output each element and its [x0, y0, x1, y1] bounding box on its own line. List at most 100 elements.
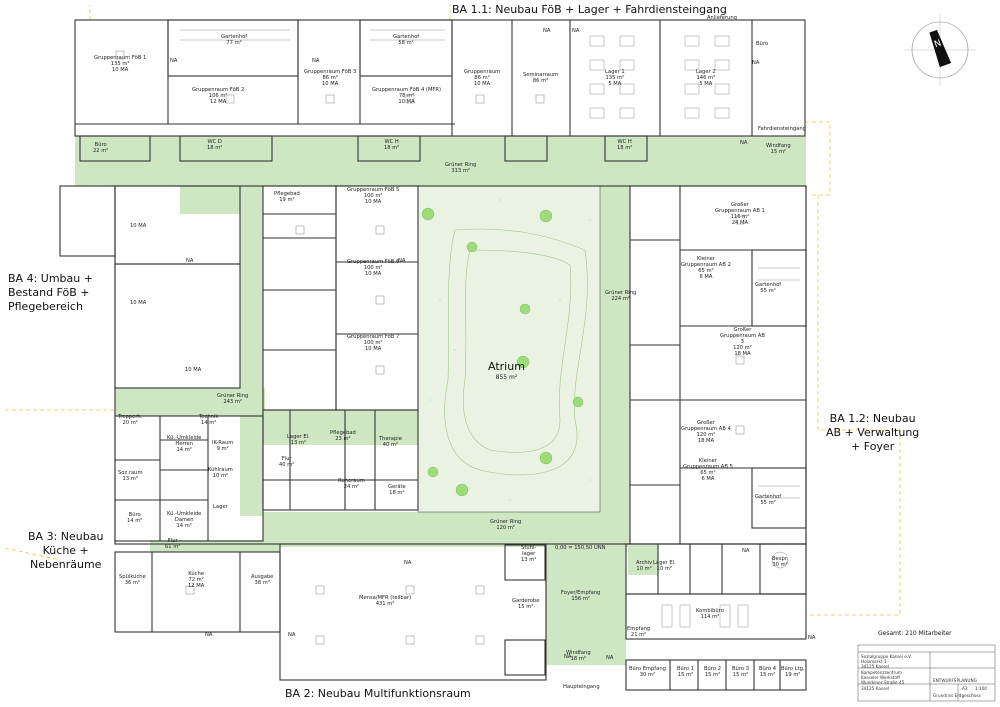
room-label-line: 14 m² — [127, 518, 143, 524]
room-label-line: 20 m² — [122, 420, 138, 426]
room-label-line: 120 m² — [496, 525, 515, 531]
title-block-row: Grundriss Erdgeschoss — [933, 693, 981, 698]
room-label-line: 65 m² — [698, 268, 714, 274]
na-marker: NA — [398, 258, 406, 264]
room-label-line: 10 m² — [636, 566, 652, 572]
room-label-line: 24 m² — [343, 484, 360, 490]
furniture-details — [180, 29, 800, 628]
room-label-line: 10 m² — [212, 473, 229, 479]
section-label-ba12: BA 1.2: Neubau AB + Verwaltung + Foyer — [826, 412, 919, 453]
room-label-line: Gruppenraum FöB 2 — [192, 87, 245, 93]
room-label-line: 55 m² — [760, 500, 776, 506]
room-label-line: Spülküche — [119, 574, 146, 580]
room-label-line: 58 m² — [398, 40, 414, 46]
room-label-line: Gruppenraum FöB 7 — [347, 334, 400, 340]
room-label-line: 10 MA — [473, 81, 491, 87]
room-label-line: 22 m² — [93, 148, 109, 154]
room-label-line: Gruppenraum AB 5 — [683, 464, 733, 470]
room-label-line: Gartenhof — [393, 34, 420, 40]
title-block-row: 34125 Kassel — [861, 664, 889, 669]
room-label-line: 86 m² — [322, 75, 338, 81]
na-marker: NA — [543, 28, 551, 34]
room-label-line: 6 MA — [701, 476, 715, 482]
room-label-line: 10 m² — [656, 566, 673, 572]
room-label-line: 243 m² — [223, 399, 242, 405]
room-label-line: 135 m² — [110, 61, 130, 67]
room-label-line: Garderobe — [512, 598, 540, 604]
room-label-line: 86 m² — [474, 75, 490, 81]
atrium-trees — [421, 207, 584, 497]
room-label-line: Büro 3 — [732, 666, 749, 672]
room-label-line: 18 m² — [617, 145, 633, 151]
room-label-line: 120 m² — [733, 345, 752, 351]
walls — [59, 19, 807, 691]
room-label-line: 55 m² — [760, 288, 776, 294]
room-label-line: Gartenhof — [221, 34, 248, 40]
room-label-line: 78 m² — [398, 93, 415, 99]
room-label-line: 313 m² — [451, 168, 470, 174]
room-label-line: 10 MA — [185, 367, 202, 373]
room-label-line: 15 m² — [677, 672, 694, 678]
room-label-line: Gruppenraum AB 1 — [715, 208, 765, 214]
room-label-line: 10 MA — [130, 300, 147, 306]
room-label-line: 10 MA — [365, 271, 382, 277]
room-label-line: Büro — [756, 41, 769, 47]
na-marker: NA — [808, 635, 816, 641]
room-label-line: 6 MA — [699, 274, 713, 280]
room-label-lager-kitchen: Lager — [213, 504, 228, 510]
room-label-line: 156 m² — [571, 596, 590, 602]
section-label-ba4: BA 4: Umbau + Bestand FöB + Pflegebereic… — [8, 272, 93, 313]
room-label-line: 100 m² — [363, 340, 383, 346]
room-label-line: Lager — [213, 504, 228, 510]
room-label-line: 15 m² — [770, 149, 786, 155]
title-block-row: Sozialgruppe Kassel e.V. — [861, 654, 912, 659]
room-label-line: 72 m² — [188, 577, 204, 583]
room-label-line: Grüner Ring — [217, 393, 249, 399]
room-label-line: lager — [522, 551, 536, 557]
section-label-ba4-line: BA 4: Umbau + — [8, 272, 93, 285]
room-label-line: 23 m² — [335, 436, 351, 442]
title-block-row: 34125 Kassel — [861, 686, 889, 691]
atrium-label: Atrium 855 m² — [488, 360, 525, 381]
room-label-line: Büro Empfang — [629, 666, 666, 672]
room-label-line: 21 m² — [630, 632, 647, 638]
na-marker: NA — [312, 58, 320, 64]
room-label-line: 13 m² — [290, 440, 307, 446]
room-label-line: Gruppenraum FöB 6 — [347, 259, 400, 265]
section-label-ba2: BA 2: Neubau Multifunktionsraum — [285, 687, 471, 700]
room-label-line: Herren — [175, 441, 193, 447]
room-label-line: 100 m² — [363, 265, 383, 271]
room-label-line: 36 m² — [124, 580, 141, 586]
na-marker: NA — [752, 60, 760, 66]
title-block-row: Holzmarkt 1 — [861, 659, 887, 664]
room-label-line: 10 MA — [322, 81, 339, 87]
room-label-line: 431 m² — [375, 601, 395, 607]
section-label-ba3-line: Küche + — [42, 543, 89, 557]
room-label-line: 15 m² — [732, 672, 749, 678]
room-label-line: Flur — [281, 456, 292, 462]
room-label-line: Büro — [94, 142, 107, 148]
